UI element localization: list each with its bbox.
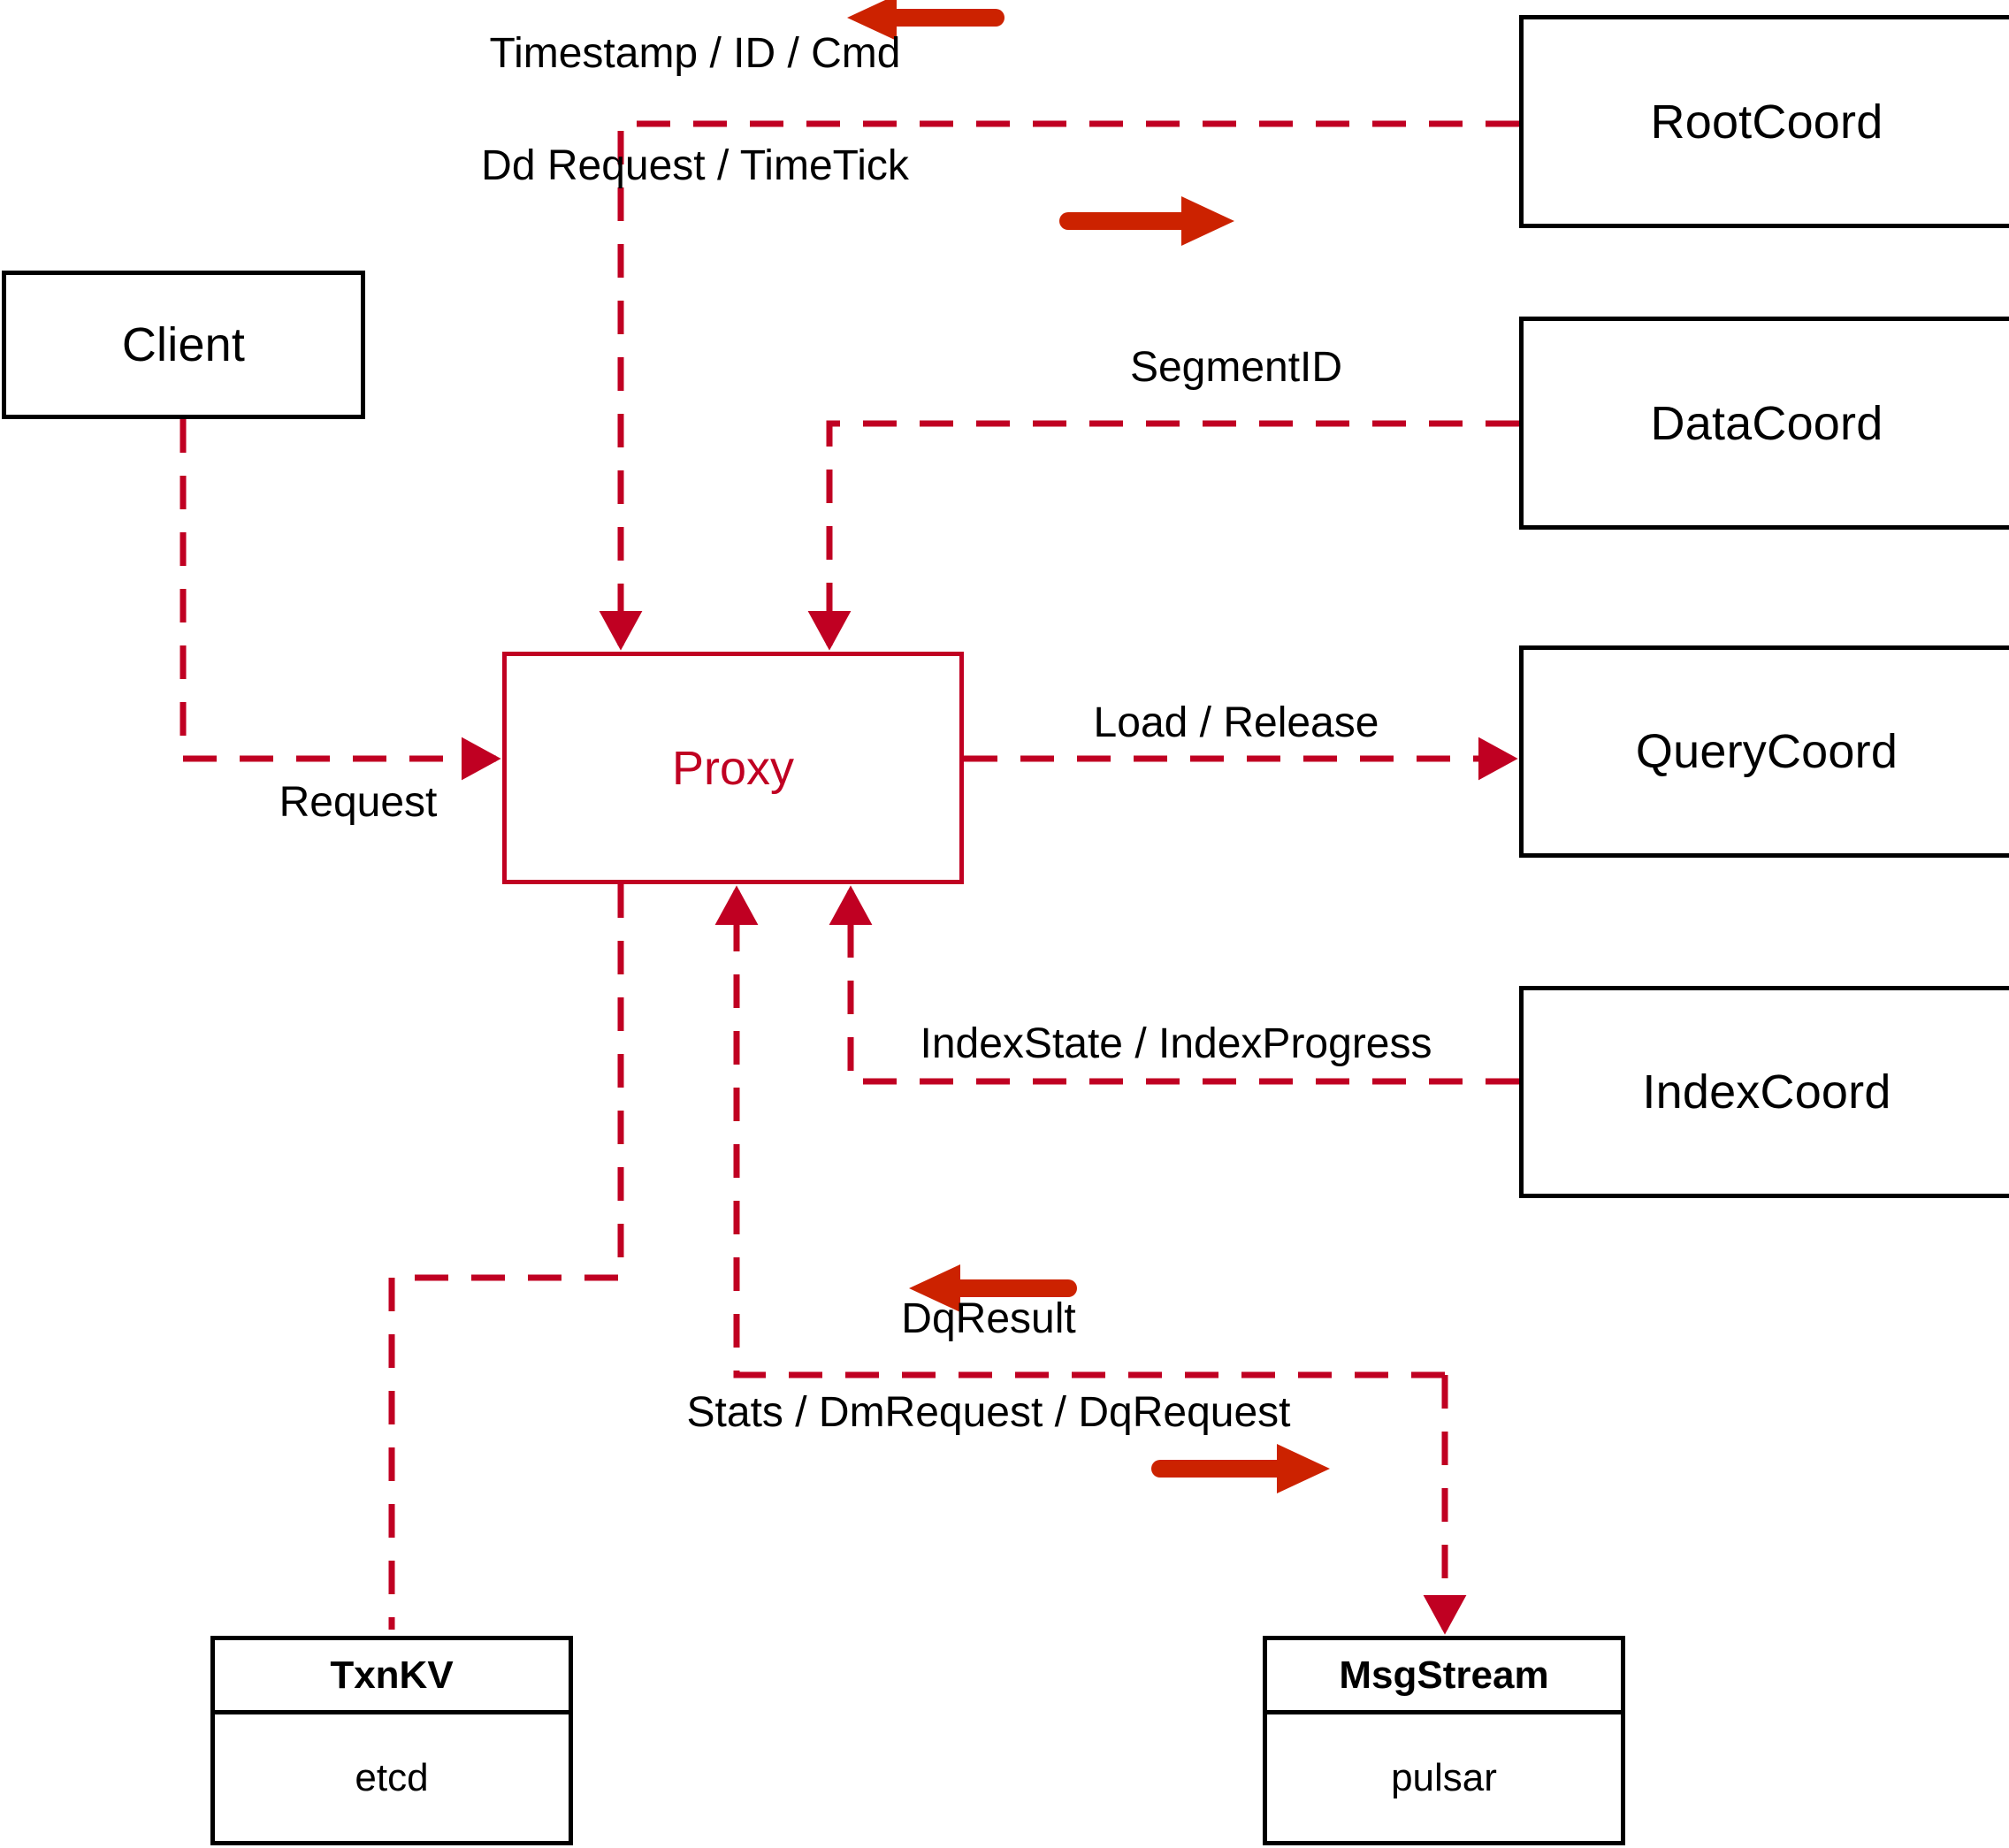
node-client[interactable]: Client (2, 271, 365, 419)
node-rootcoord[interactable]: RootCoord (1519, 15, 2009, 228)
node-datacoord-label: DataCoord (1650, 396, 1883, 450)
edge-datacoord-to-proxy (807, 420, 1519, 651)
solid-arrow-timestamp-left (847, 0, 1004, 41)
node-querycoord-label: QueryCoord (1635, 725, 1898, 778)
edge-label-request: Request (279, 779, 438, 826)
solid-arrow-ddrequest-right (1059, 196, 1234, 246)
solid-arrow-dqresult-left (909, 1264, 1077, 1312)
edge-label-stats-dm-dq-request: Stats / DmRequest / DqRequest (686, 1389, 1291, 1436)
edge-label-dd-request-timetick: Dd Request / TimeTick (481, 142, 909, 189)
node-querycoord[interactable]: QueryCoord (1519, 645, 2009, 858)
node-indexcoord-label: IndexCoord (1642, 1065, 1891, 1119)
edge-client-to-proxy (180, 419, 501, 781)
node-proxy[interactable]: Proxy (502, 652, 964, 884)
edge-label-timestamp-id-cmd: Timestamp / ID / Cmd (489, 30, 901, 77)
edge-label-load-release: Load / Release (1093, 699, 1379, 746)
edge-indexcoord-to-proxy (829, 885, 1519, 1085)
node-rootcoord-label: RootCoord (1650, 95, 1883, 149)
node-msgstream[interactable]: MsgStream pulsar (1263, 1636, 1625, 1845)
node-client-label: Client (121, 318, 246, 371)
node-txnkv-header: TxnKV (215, 1640, 569, 1714)
node-indexcoord[interactable]: IndexCoord (1519, 986, 2009, 1198)
edge-label-segmentid: SegmentID (1129, 344, 1343, 391)
node-msgstream-header-label: MsgStream (1339, 1653, 1549, 1697)
node-msgstream-body-label: pulsar (1391, 1755, 1497, 1799)
edge-proxy-to-txnkv (388, 884, 624, 1630)
node-msgstream-header: MsgStream (1267, 1640, 1621, 1714)
edge-label-indexstate-progress: IndexState / IndexProgress (920, 1020, 1432, 1067)
node-txnkv[interactable]: TxnKV etcd (210, 1636, 573, 1845)
edge-label-dqresult: DqResult (901, 1295, 1076, 1342)
node-datacoord[interactable]: DataCoord (1519, 317, 2009, 530)
node-msgstream-body: pulsar (1267, 1714, 1621, 1841)
solid-arrow-dqrequest-right (1151, 1444, 1330, 1493)
edge-rootcoord-to-proxy (599, 120, 1519, 651)
edge-msgstream-to-proxy (714, 885, 1445, 1378)
node-txnkv-body-label: etcd (355, 1755, 429, 1799)
node-txnkv-header-label: TxnKV (330, 1653, 454, 1697)
node-txnkv-body: etcd (215, 1714, 569, 1841)
node-proxy-label: Proxy (671, 741, 795, 795)
